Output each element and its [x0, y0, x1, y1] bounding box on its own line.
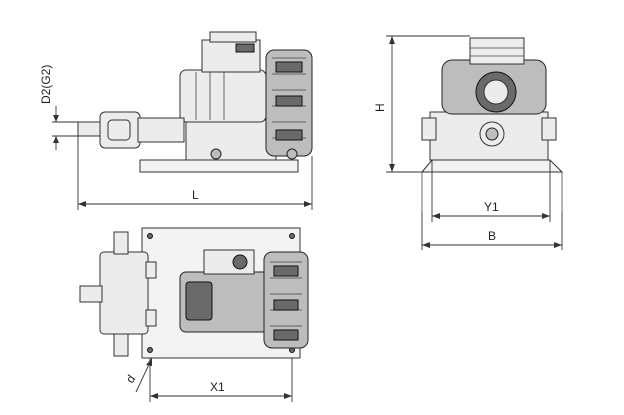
- front-terminal-box: [469, 37, 525, 65]
- side-pipe: [137, 117, 185, 143]
- dim-width-label: B: [488, 229, 496, 243]
- top-manifold: [99, 251, 149, 335]
- top-view: d X1: [79, 227, 309, 402]
- side-view: D2(G2) L: [39, 31, 313, 210]
- dim-x1-label: X1: [210, 380, 225, 394]
- top-inlet-pipe: [79, 285, 103, 303]
- dim-hole-d-label: d: [123, 372, 138, 386]
- dim-y1-label: Y1: [484, 200, 499, 214]
- top-terminal-box: [203, 249, 255, 275]
- side-motor-body: [179, 69, 267, 123]
- dim-length-label: L: [192, 188, 199, 202]
- front-base-frame: [420, 159, 564, 173]
- side-base-plate: [139, 159, 299, 173]
- dim-height-label: H: [373, 103, 387, 112]
- dim-d2-g2-label: D2(G2): [39, 65, 53, 104]
- side-motor-support: [185, 119, 277, 161]
- front-view: H Y1 B: [373, 35, 564, 250]
